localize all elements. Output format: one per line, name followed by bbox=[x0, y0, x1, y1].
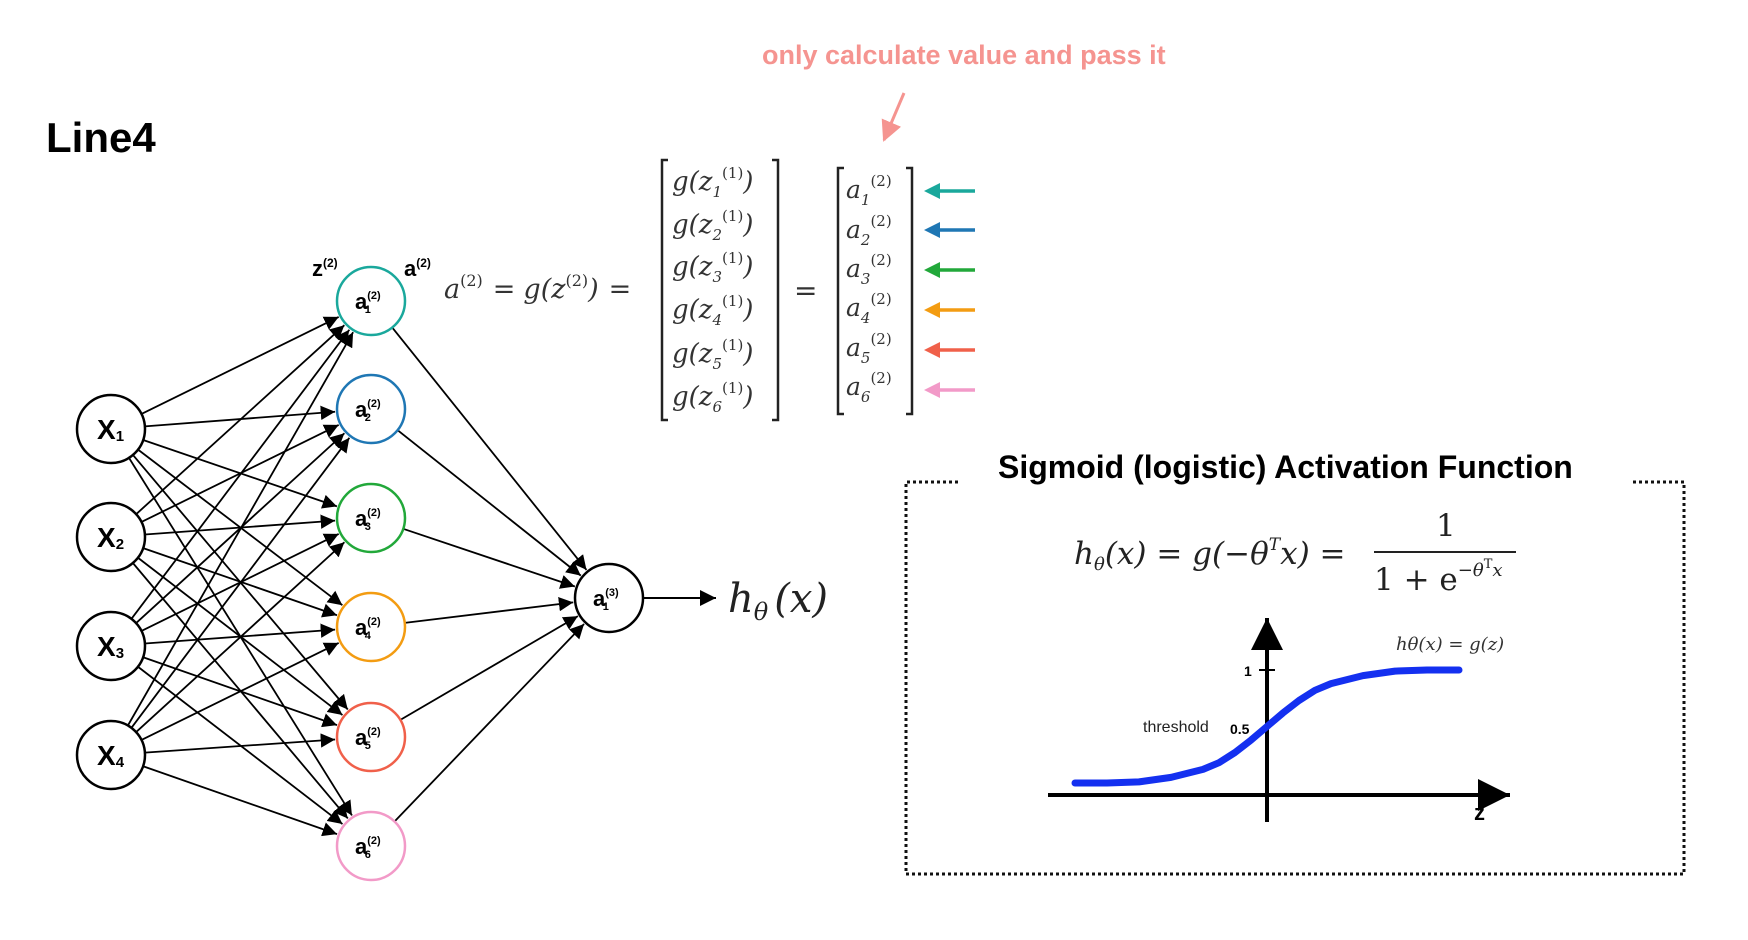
a-matrix-row-2: a2(2) bbox=[846, 212, 892, 249]
x-axis-label: z bbox=[1474, 800, 1485, 825]
z-layer-marker: z(2) bbox=[312, 256, 338, 281]
edge-x2-a1 bbox=[135, 324, 345, 515]
hidden-node-a1: a(2)1 bbox=[335, 265, 407, 337]
edge-x4-a6 bbox=[142, 765, 338, 837]
g-matrix-row-4: g(z4(1)) bbox=[672, 292, 753, 329]
hidden-node-label: a(2)3 bbox=[355, 506, 381, 533]
input-node-label: X2 bbox=[97, 522, 124, 553]
curve-label: hθ(x) = g(z) bbox=[1396, 634, 1504, 655]
hidden-node-label: a(2)4 bbox=[355, 615, 381, 642]
hidden-node-label: a(2)6 bbox=[355, 834, 381, 861]
hidden-node-label: a(2)1 bbox=[355, 289, 381, 316]
g-matrix-left-bracket bbox=[660, 158, 668, 422]
a-matrix-row-5: a5(2) bbox=[846, 330, 892, 367]
sigmoid-curve bbox=[1071, 666, 1463, 787]
edge-x4-a5 bbox=[144, 733, 336, 754]
page-title: Line4 bbox=[46, 114, 156, 161]
hidden-node-label: a(2)5 bbox=[355, 725, 381, 752]
edge-x1-a1 bbox=[141, 316, 340, 415]
g-matrix-row-2: g(z2(1)) bbox=[672, 207, 753, 244]
hidden-node-a5: a(2)5 bbox=[335, 701, 407, 773]
color-arrows bbox=[924, 183, 975, 398]
edge-x4-a3 bbox=[135, 541, 346, 733]
sigmoid-numerator: 1 bbox=[1436, 508, 1456, 544]
input-node-x4: X4 bbox=[75, 719, 147, 791]
row-arrow-3 bbox=[924, 262, 975, 278]
row-arrow-6 bbox=[924, 382, 975, 398]
edge-a4-out bbox=[404, 596, 574, 624]
edge-x4-a4 bbox=[141, 642, 340, 741]
a-layer-marker: a(2) bbox=[404, 256, 431, 281]
matrix-equals: = bbox=[794, 274, 817, 307]
hidden-node-label: a(2)2 bbox=[355, 397, 381, 424]
a-matrix-left-bracket bbox=[836, 166, 844, 416]
output-hypothesis: hθ(x) bbox=[728, 576, 828, 626]
edge-a2-out bbox=[397, 429, 582, 577]
input-node-x2: X2 bbox=[75, 501, 147, 573]
g-matrix: g(z1(1)) g(z2(1)) g(z3(1)) g(z4(1)) g(z5(1))… bbox=[672, 164, 753, 416]
hidden-node-a6: a(2)6 bbox=[335, 810, 407, 882]
panel-border bbox=[904, 480, 1686, 876]
hidden-node-a3: a(2)3 bbox=[335, 482, 407, 554]
network-edges bbox=[127, 316, 588, 837]
edge-a5-out bbox=[399, 615, 579, 721]
edge-x4-a2 bbox=[130, 437, 351, 729]
hidden-node-a4: a(2)4 bbox=[335, 591, 407, 663]
g-matrix-row-5: g(z5(1)) bbox=[672, 336, 753, 373]
sigmoid-formula: hθ(x) = g(−θTx) = bbox=[1074, 535, 1346, 575]
input-node-label: X3 bbox=[97, 631, 124, 662]
threshold-label: threshold bbox=[1143, 719, 1209, 736]
sigmoid-tick-1-label: 1 bbox=[1244, 663, 1252, 679]
sigmoid-denominator: 1 + e−θTx bbox=[1374, 557, 1503, 598]
annotation-note: only calculate value and pass it bbox=[762, 40, 1166, 70]
output-node-label: a(3)1 bbox=[593, 586, 619, 613]
row-arrow-1 bbox=[924, 183, 975, 199]
activation-equation: a(2)=g(z(2))= bbox=[444, 271, 631, 305]
a-matrix-row-1: a1(2) bbox=[846, 172, 892, 209]
a-matrix-right-bracket bbox=[906, 166, 914, 416]
g-matrix-right-bracket bbox=[772, 158, 780, 422]
output-node: a(3)1 bbox=[573, 562, 645, 634]
row-arrow-5 bbox=[924, 342, 975, 358]
edge-x4-a1 bbox=[127, 331, 354, 726]
edge-a6-out bbox=[393, 623, 585, 823]
edge-a3-out bbox=[402, 527, 576, 589]
input-node-x1: X1 bbox=[75, 393, 147, 465]
a-matrix: a1(2)a2(2)a3(2)a4(2)a5(2)a6(2) bbox=[846, 172, 892, 406]
row-arrow-2 bbox=[924, 222, 975, 238]
input-node-label: X4 bbox=[97, 740, 125, 771]
a-matrix-row-4: a4(2) bbox=[846, 290, 892, 327]
sigmoid-tick-05-label: 0.5 bbox=[1230, 721, 1250, 737]
a-matrix-row-3: a3(2) bbox=[846, 251, 892, 288]
input-node-label: X1 bbox=[97, 414, 124, 445]
input-node-x3: X3 bbox=[75, 610, 147, 682]
row-arrow-4 bbox=[924, 302, 975, 318]
g-matrix-row-1: g(z1(1)) bbox=[672, 164, 753, 201]
hidden-node-a2: a(2)2 bbox=[335, 373, 407, 445]
g-matrix-row-3: g(z3(1)) bbox=[672, 249, 753, 286]
g-matrix-row-6: g(z6(1)) bbox=[672, 379, 753, 416]
edge-a1-out bbox=[391, 326, 588, 571]
panel-title: Sigmoid (logistic) Activation Function bbox=[998, 449, 1573, 485]
a-matrix-row-6: a6(2) bbox=[846, 369, 892, 406]
note-arrow bbox=[881, 92, 906, 142]
edge-x3-a1 bbox=[130, 329, 351, 620]
